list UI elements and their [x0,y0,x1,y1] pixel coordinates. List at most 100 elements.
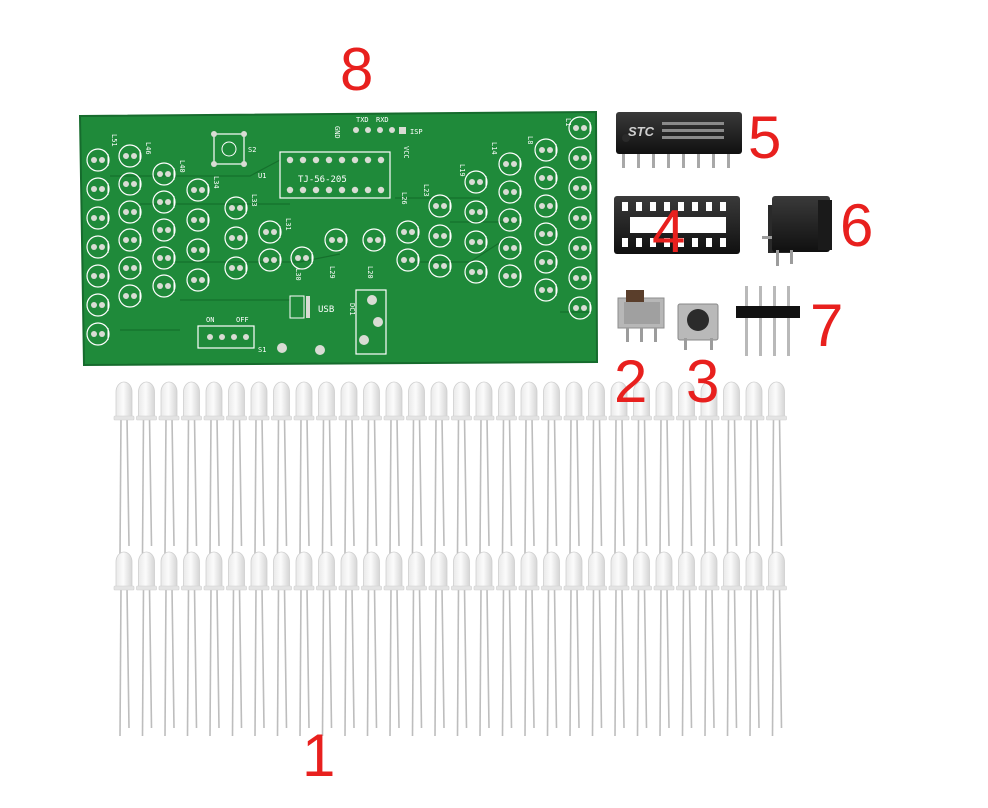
pcb-model-label: TJ-56-205 [298,175,347,185]
led [451,551,472,737]
led [361,381,382,555]
led [406,551,427,737]
pcb-led-footprint [362,228,386,252]
led [631,381,652,555]
pcb-led-footprint [152,190,176,214]
led [406,381,427,555]
pcb-led-footprint [290,246,314,270]
tactile-button [677,303,719,350]
pcb-led-footprint [258,248,282,272]
button-footprint: S2 [211,131,256,167]
led [203,551,225,737]
rxd-label: RXD [376,116,389,124]
callout-7: 7 [810,292,843,359]
pcb-led-footprint [464,200,488,224]
microcontroller-chip: STC [616,112,742,168]
pcb-led-label: L46 [144,142,152,155]
pcb-led-footprint [224,196,248,220]
pcb-led-footprint [186,238,210,262]
led [361,551,382,737]
pcb-led-footprint [396,248,420,272]
pcb-led-label: L33 [250,194,258,207]
pcb-led-label: L31 [284,218,292,231]
led [608,381,630,555]
switch-ref-label: S1 [258,346,266,354]
slide-switch [617,290,665,342]
led [113,381,135,555]
led [316,551,337,737]
pcb-led-label: L26 [400,192,408,205]
pcb-led-footprint [152,246,176,270]
pcb-led-footprint [428,224,452,248]
pcb-led-label: L34 [212,176,220,189]
led [631,551,652,737]
led [653,551,675,737]
socket-hole [622,202,628,211]
pcb-led-label: L29 [328,266,336,279]
switch-off-label: OFF [236,316,249,324]
pcb-led-label: L30 [294,268,302,281]
led [316,381,337,555]
callout-5: 5 [748,104,781,171]
socket-hole [664,202,670,211]
led [158,381,180,555]
pcb-led-footprint [86,264,110,288]
pcb-led-footprint [86,148,110,172]
led [653,381,675,555]
pcb-led-footprint [152,274,176,298]
led [203,381,225,555]
callout-4: 4 [652,198,685,265]
loose-leds [113,381,787,737]
led [338,551,360,737]
led [293,551,315,737]
callout-2: 2 [614,348,647,415]
ic-socket [614,196,740,254]
pcb-led-label: L1 [564,118,572,126]
led [721,381,742,555]
pcb-led-label: L40 [178,160,186,173]
pcb-led-footprint [464,170,488,194]
socket-hole [650,202,656,211]
pcb-led-footprint [118,172,142,196]
led [181,381,202,555]
pcb-led-footprint [568,266,592,290]
socket-hole [650,238,656,247]
pcb-led-footprint [186,178,210,202]
pcb-led-footprint [152,218,176,242]
led [226,551,247,737]
pcb-led-footprint [534,222,558,246]
led [496,381,517,555]
pcb-led-label: L19 [458,164,466,177]
pcb-board: S2 U1 TJ-56-205 TXD RXD GND ISP VCC ON O… [78,110,599,367]
led [473,551,495,737]
pcb-led-footprint [428,194,452,218]
led [541,381,562,555]
led [136,381,157,555]
pcb-led-label: L23 [422,184,430,197]
pcb-led-footprint [186,268,210,292]
pcb-led-footprint [396,220,420,244]
led [113,551,135,737]
pcb-led-footprint [118,284,142,308]
ic-footprint: U1 TJ-56-205 [258,151,391,199]
pcb-led-footprint [118,256,142,280]
pcb-led-footprint [152,162,176,186]
button-ref-label: S2 [248,146,256,154]
led [608,551,630,737]
pcb-led-footprint [118,228,142,252]
led [293,381,315,555]
led [721,551,742,737]
socket-hole [706,202,712,211]
pcb-led-footprint [498,208,522,232]
socket-hole [720,238,726,247]
pcb-led-footprint [86,235,110,259]
callout-3: 3 [686,348,719,415]
socket-hole [622,238,628,247]
switch-footprint: ON OFF S1 [197,316,325,355]
socket-hole [636,238,642,247]
ic-pads [286,156,385,194]
pcb-led-footprints [86,116,592,346]
led [563,551,585,737]
